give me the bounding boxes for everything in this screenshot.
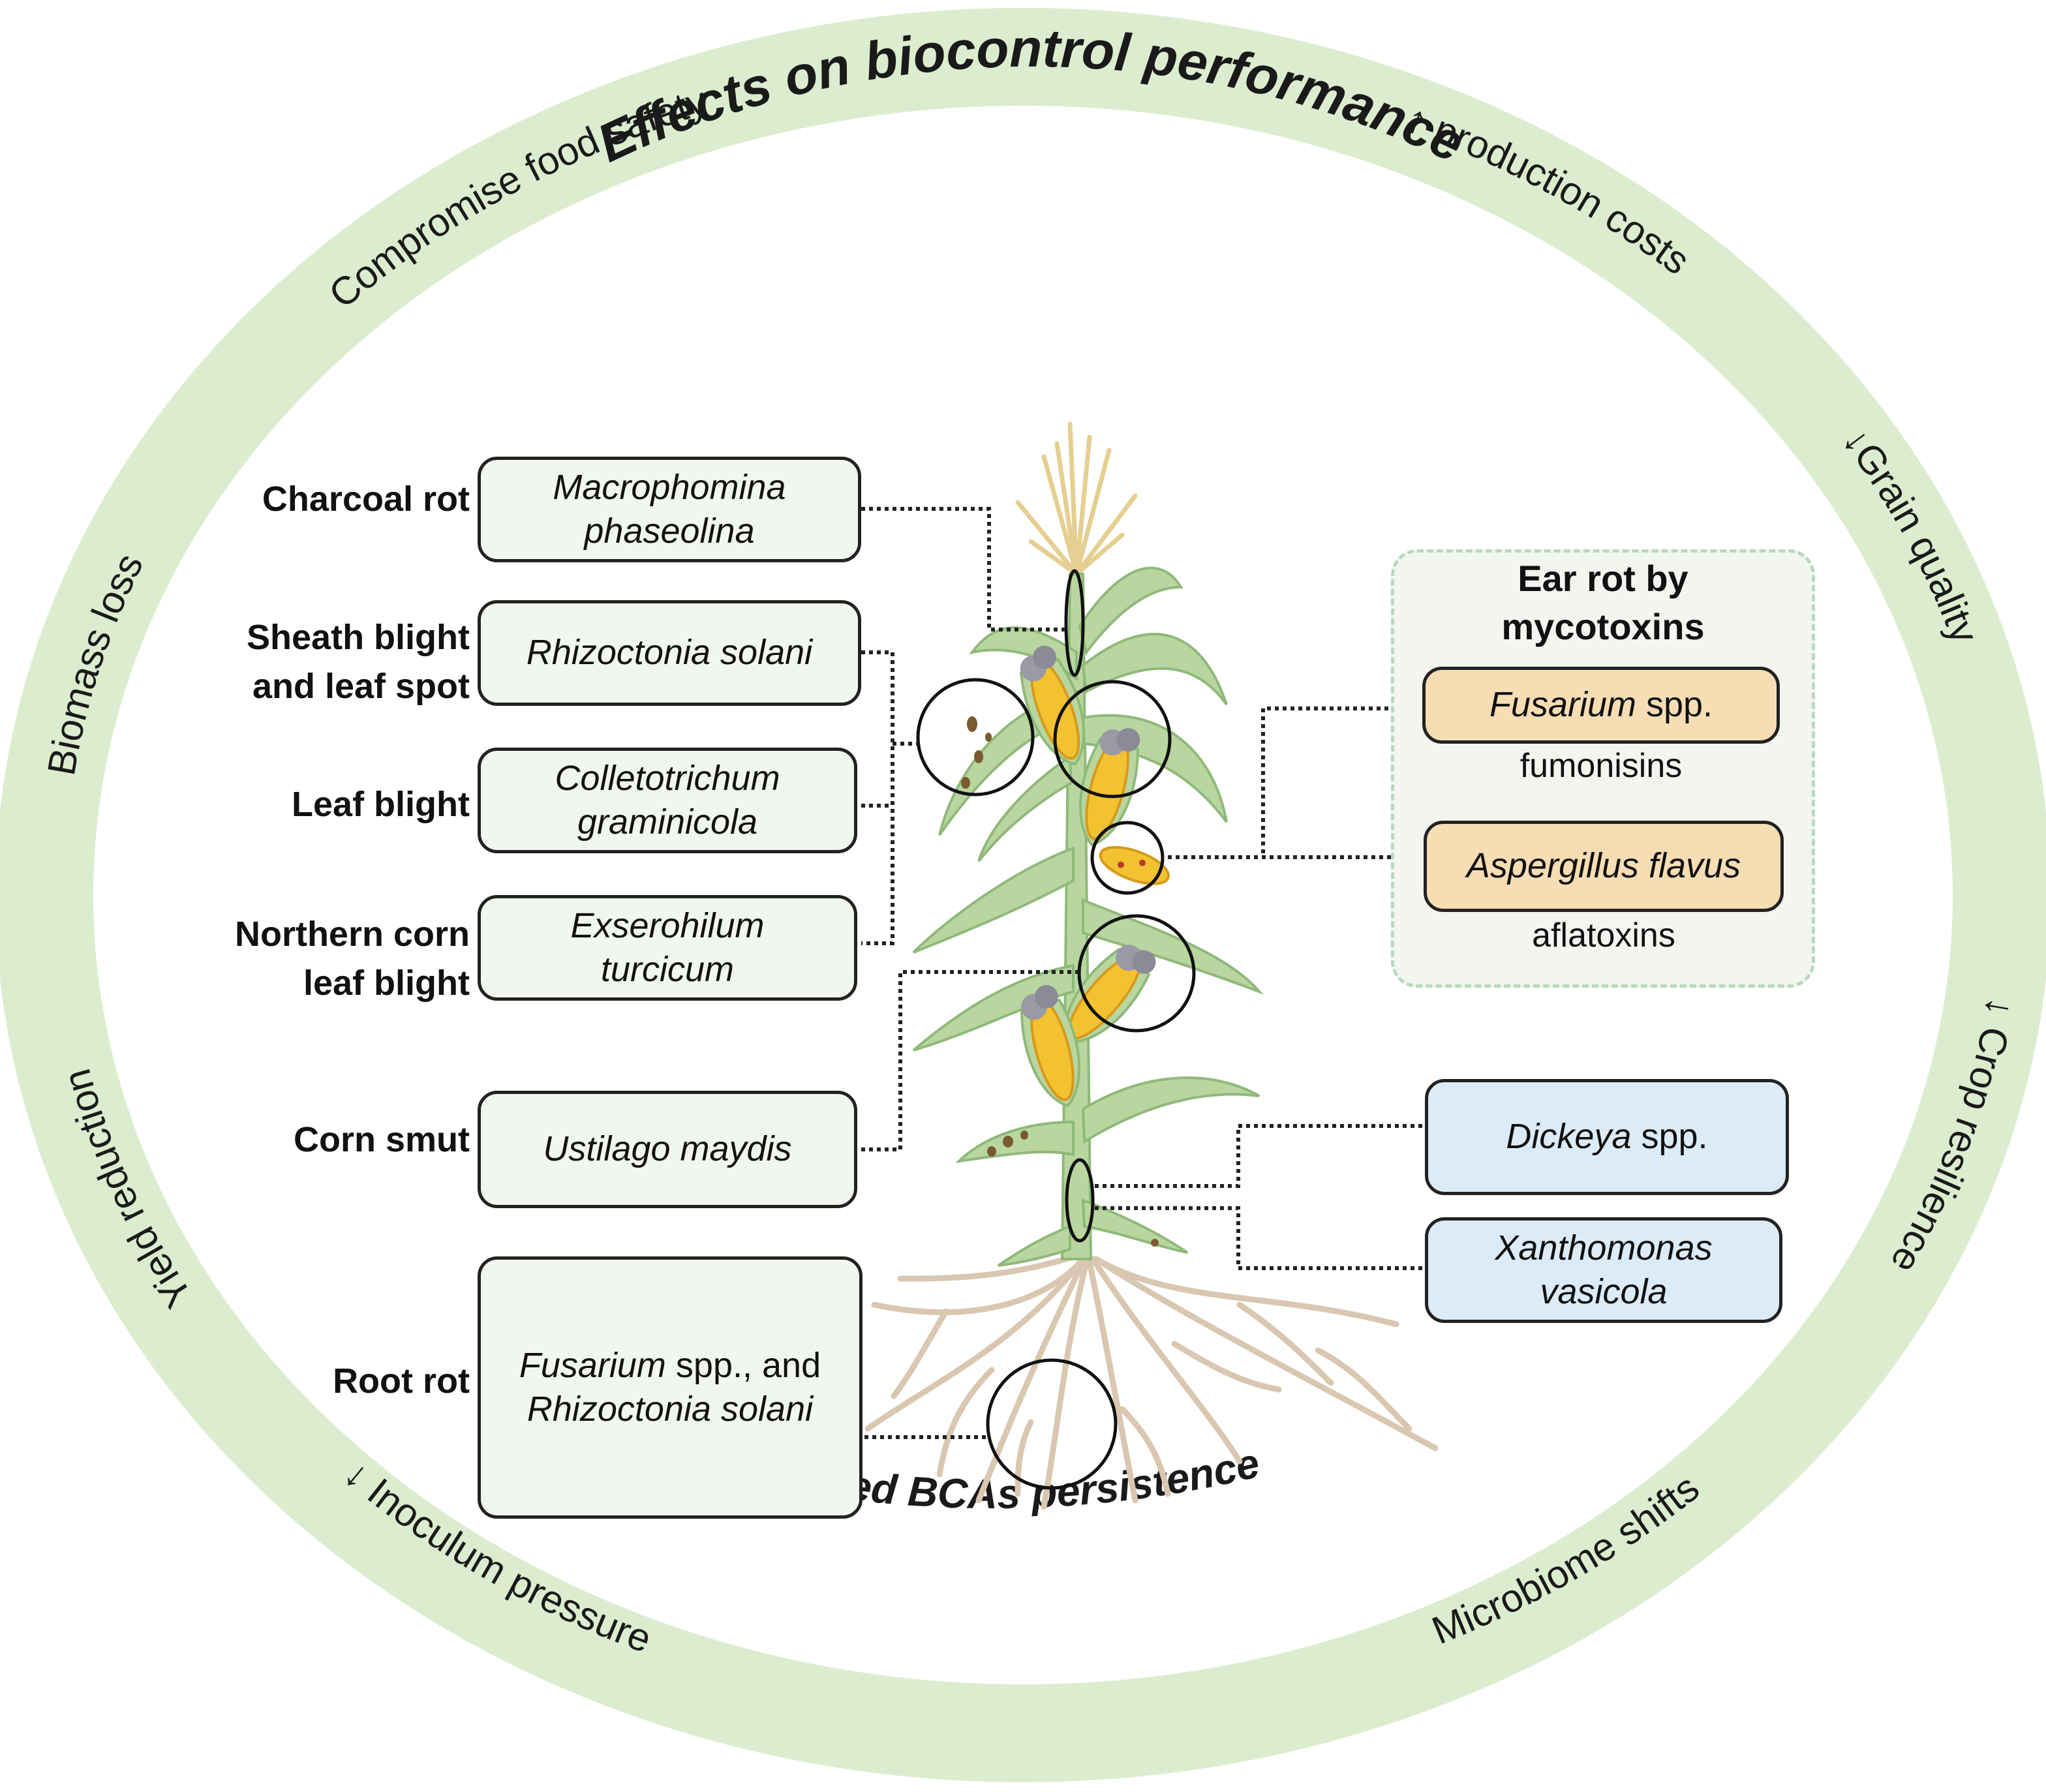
disease-label-root-rot: Root rot [196,1357,470,1406]
pathogen-box-ustilago: Ustilago maydis [478,1091,857,1208]
ear-rot-panel [1391,549,1815,988]
connector-fusarium [1261,706,1420,857]
pathogen-box-dickeya: Dickeya spp. [1425,1079,1789,1195]
toxin-label-fumonisins: fumonisins [1519,747,1683,785]
pathogen-name: Dickeya spp. [1506,1117,1708,1157]
pathogen-box-aspergillus: Aspergillus flavus [1424,821,1784,912]
ear-rot-title: Ear rot by mycotoxins [1391,554,1815,651]
connector-lines [861,507,1422,1439]
outer-ring [0,8,2046,1782]
disease-label-line: leaf blight [303,963,470,1003]
disease-label-sheath-blight: Sheath blight and leaf spot [196,613,470,710]
disease-label-line: and leaf spot [252,666,470,706]
ear-rot-title-line: mycotoxins [1501,605,1705,647]
pathogen-name: Aspergillus flavus [1466,846,1741,886]
tassel [1015,421,1138,577]
disease-label-line: Root rot [333,1361,470,1401]
maize-plant-illustration [864,421,1439,1510]
pathogen-name: Ustilago maydis [543,1129,792,1169]
connector-dickeya [1093,1124,1422,1188]
roots [864,1253,1439,1510]
disease-label-leaf-blight: Leaf blight [196,780,470,829]
disease-label-line: Northern corn [234,915,470,954]
disease-label-line: Charcoal rot [262,479,470,519]
corn-cobs [1019,645,1170,1108]
pathogen-name: Fusarium spp. [1489,685,1713,725]
disease-label-charcoal-rot: Charcoal rot [196,475,470,524]
pathogen-box-rhizoctonia: Rhizoctonia solani [478,600,861,706]
disease-label-line: Corn smut [294,1120,470,1159]
connector-corn-smut [861,970,1079,1151]
pathogen-name: Rhizoctonia solani [526,633,813,673]
toxin-label-aflatoxins: aflatoxins [1532,917,1675,954]
connector-charcoal-rot [861,507,1066,631]
disease-label-line: Sheath blight [247,618,470,657]
disease-label-northern-corn: Northern corn leaf blight [196,910,470,1007]
disease-label-corn-smut: Corn smut [196,1116,470,1164]
disease-label-line: Leaf blight [292,785,470,824]
leaf-lesions [961,716,1159,1247]
connector-sheath-blight [861,650,894,945]
pathogen-box-fusarium: Fusarium spp. [1422,667,1780,744]
connector-xanthomonas [1093,1206,1422,1270]
ear-rot-title-line: Ear rot by [1518,558,1688,599]
ring-left-item-1: Compromise food safety [320,78,712,316]
